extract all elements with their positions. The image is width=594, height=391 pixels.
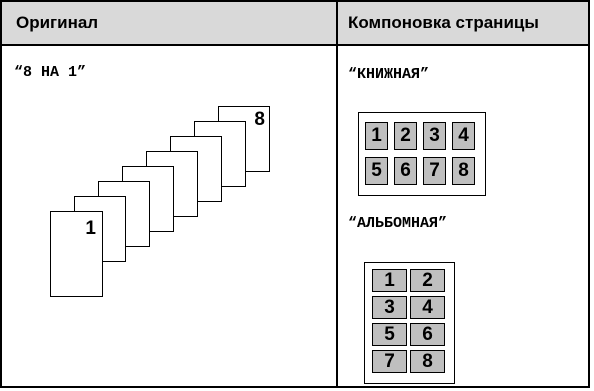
portrait-cell-7: 7: [423, 157, 446, 185]
header-original: Оригинал: [16, 13, 99, 32]
portrait-cell-2: 2: [394, 122, 417, 150]
landscape-cell-8: 8: [410, 350, 445, 373]
portrait-label: “КНИЖНАЯ”: [348, 66, 430, 83]
landscape-cell-3: 3: [372, 296, 407, 319]
original-page-1: 1: [50, 211, 103, 297]
portrait-cell-4: 4: [452, 122, 475, 150]
portrait-cell-1: 1: [365, 122, 388, 150]
table-header-row: [2, 2, 588, 46]
landscape-cell-1: 1: [372, 269, 407, 292]
header-page-layout: Компоновка страницы: [348, 13, 539, 32]
portrait-cell-8: 8: [452, 157, 475, 185]
portrait-sheet: 1 2 3 4 5 6 7 8: [358, 112, 486, 196]
landscape-cell-2: 2: [410, 269, 445, 292]
original-mode-label: “8 НА 1”: [14, 64, 87, 81]
portrait-cell-6: 6: [394, 157, 417, 185]
landscape-cell-6: 6: [410, 323, 445, 346]
landscape-cell-7: 7: [372, 350, 407, 373]
portrait-cell-5: 5: [365, 157, 388, 185]
column-divider: [336, 2, 338, 386]
landscape-cell-5: 5: [372, 323, 407, 346]
portrait-cell-3: 3: [423, 122, 446, 150]
landscape-sheet: 1 2 3 4 5 6 7 8: [364, 262, 455, 384]
page-number-8: 8: [254, 109, 265, 130]
page-number-1: 1: [85, 218, 96, 239]
landscape-label: “АЛЬБОМНАЯ”: [348, 215, 448, 232]
landscape-cell-4: 4: [410, 296, 445, 319]
